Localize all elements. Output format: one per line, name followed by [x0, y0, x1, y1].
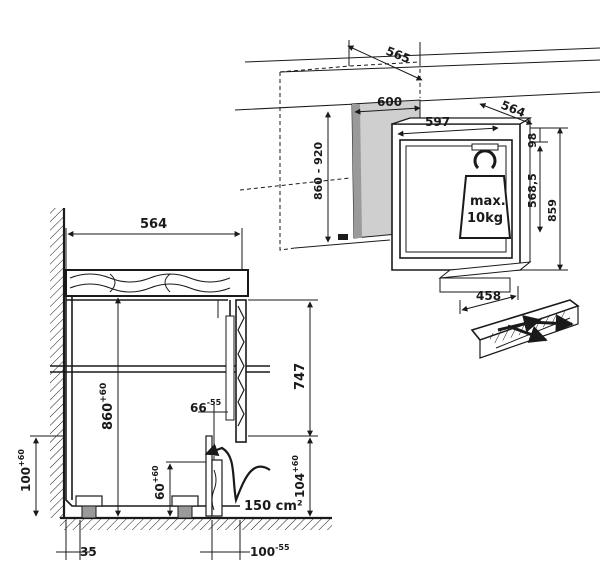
- airflow-arrow: [204, 443, 271, 504]
- door-height-side-dimension: 747: [248, 299, 318, 437]
- niche-height-side-sup: +60: [99, 383, 109, 403]
- appliance-width-dimension: 597: [397, 115, 499, 137]
- foot-offset-label: 35: [80, 545, 97, 559]
- svg-text:100-55: 100-55: [250, 543, 290, 559]
- left-base-height-label: 100: [19, 467, 33, 492]
- plinth-gap-sup: -55: [207, 398, 222, 407]
- niche-width-dimension: 600: [354, 95, 421, 115]
- plinth-depth-sup: -55: [275, 543, 290, 552]
- appliance-body: [391, 117, 533, 293]
- svg-text:66-55: 66-55: [190, 398, 222, 415]
- plinth-gap-label: 66: [190, 401, 207, 415]
- weight-symbol: max. 10kg: [458, 149, 512, 239]
- foot-offset-dimension: 35: [56, 520, 97, 560]
- svg-text:104+60: 104+60: [291, 455, 307, 498]
- svg-text:100+60: 100+60: [17, 449, 33, 492]
- niche-back-panel: [352, 104, 362, 238]
- worktop-dimension: 564: [65, 217, 243, 270]
- top-dimension-label: 98: [526, 133, 539, 148]
- floor-hatching: [60, 516, 332, 530]
- ventilation-grille: [470, 299, 580, 359]
- plinth-depth-label: 100: [250, 545, 275, 559]
- worktop: [65, 269, 249, 297]
- left-base-height-sup: +60: [17, 449, 26, 467]
- plinth-depth-dimension: 100-55: [200, 520, 290, 560]
- svg-text:860+60: 860+60: [99, 383, 116, 430]
- plinth-and-feet: [75, 435, 223, 519]
- niche-height-side-label: 860: [101, 403, 116, 430]
- appliance-width-label: 597: [425, 115, 450, 129]
- plinth-gap-dimension: 66-55: [190, 398, 228, 470]
- door-panel: [225, 299, 247, 443]
- worktop-depth-label: 564: [140, 217, 167, 232]
- weight-kg-label: 10kg: [467, 211, 503, 226]
- vent-area-label: 150 cm²: [244, 499, 303, 514]
- niche-height-label: 860 - 920: [312, 142, 325, 200]
- weight-max-label: max.: [470, 194, 506, 209]
- door-height-side-label: 747: [293, 363, 308, 390]
- wall-hatching: [50, 208, 66, 518]
- plinth-height-sup: +60: [291, 455, 300, 473]
- plinth-height-label: 104: [293, 473, 307, 498]
- door-height-label: 568,5: [526, 173, 539, 208]
- svg-text:60+60: 60+60: [151, 465, 167, 500]
- plinth-width-label: 458: [476, 289, 501, 303]
- niche-height-dimension: 860 - 920: [312, 111, 348, 243]
- niche-depth-label: 565: [384, 44, 412, 66]
- vent-height-label: 60: [153, 483, 167, 500]
- plinth-width-dimension: 458: [459, 286, 519, 314]
- total-height-label: 859: [546, 199, 559, 222]
- left-base-height-dimension: 100+60: [17, 435, 64, 517]
- niche-width-label: 600: [377, 95, 402, 109]
- niche-height-side-dimension: 860+60: [99, 297, 121, 517]
- plinth-height-dimension: 104+60: [248, 435, 318, 517]
- vent-height-sup: +60: [151, 465, 160, 483]
- appliance-height-dimensions: 98 568,5 859: [520, 127, 568, 271]
- niche-depth-dimension: 565: [347, 40, 423, 81]
- vent-height-dimension: 60+60: [151, 461, 210, 517]
